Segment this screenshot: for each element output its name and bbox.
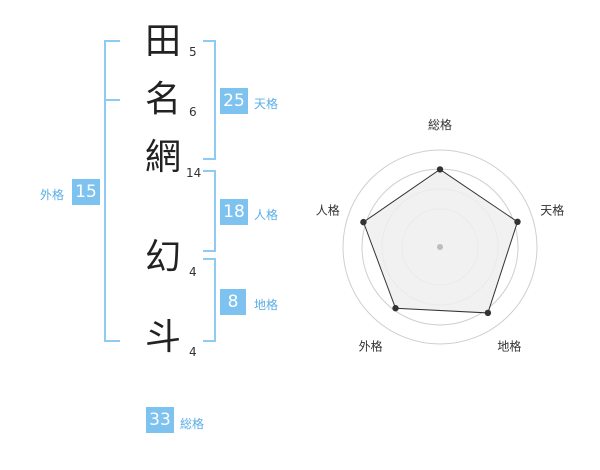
name-char-3: 網 [144,137,181,178]
chikaku-badge: 8 [220,289,246,315]
stroke-count-5: 4 [189,345,197,359]
jinkaku-label: 人格 [254,208,279,222]
radar-ring-2 [361,168,519,326]
name-char-1: 田 [144,21,181,62]
radar-point-3 [484,309,492,317]
chikaku-label: 地格 [254,298,279,312]
tenkaku-bracket [203,40,216,160]
name-char-4: 幻 [144,237,181,278]
name-char-2: 名 [144,79,181,120]
radar-ring-3 [381,188,499,306]
gaikaku-badge: 15 [72,179,100,205]
radar-axis-label-2: 天格 [540,203,564,218]
chikaku-bracket [203,258,216,342]
gaikaku-label: 外格 [40,188,65,202]
jinkaku-bracket [203,170,216,252]
radar-axis-label-5: 人格 [316,203,340,218]
stroke-count-1: 5 [189,45,197,59]
radar-axis-label-1: 総格 [428,117,452,132]
stroke-count-3: 14 [186,166,202,180]
soukaku-label: 総格 [180,417,205,431]
stroke-count-2: 6 [189,105,197,119]
radar-area [362,168,519,314]
radar-axis-label-4: 外格 [359,338,383,353]
stroke-count-4: 4 [189,265,197,279]
soukaku-badge: 33 [146,407,174,433]
radar-point-2 [514,218,521,226]
gaikaku-bracket [104,40,120,342]
radar-ring-4 [401,208,479,286]
name-char-5: 斗 [144,317,181,358]
tenkaku-badge: 25 [220,88,248,114]
radar-point-1 [436,166,444,173]
radar-ring-1 [342,149,538,345]
radar-point-4 [392,305,399,312]
radar-axis-label-3: 地格 [497,338,521,353]
jinkaku-badge: 18 [220,199,248,225]
gaikaku-bracket-tick [104,99,120,101]
tenkaku-label: 天格 [254,97,279,111]
radar-center [437,244,443,250]
radar-point-5 [360,218,367,226]
